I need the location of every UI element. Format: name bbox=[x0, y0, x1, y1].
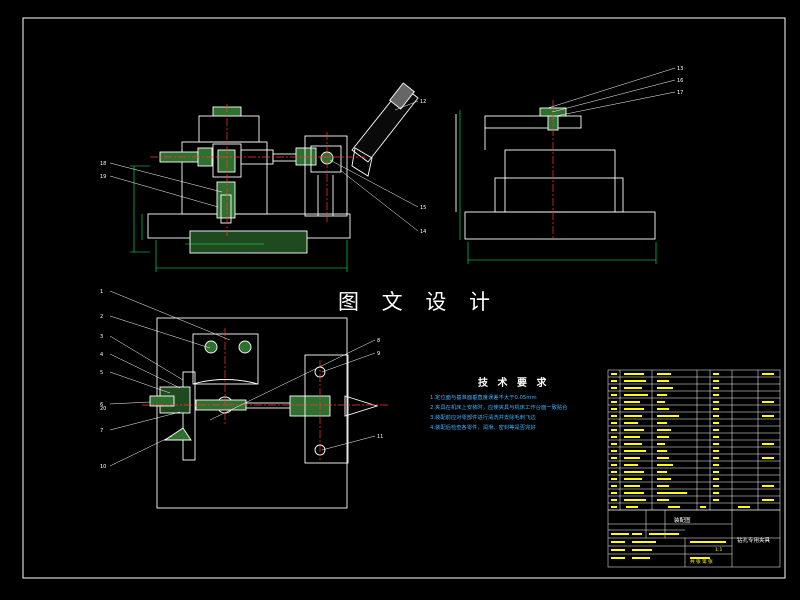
callout-20: 20 bbox=[100, 406, 106, 412]
outer-border bbox=[22, 17, 786, 579]
callout-13: 13 bbox=[677, 66, 683, 72]
callout-4: 4 bbox=[100, 352, 103, 358]
tech-req-note-4: 4.装配后检查各零件，润滑、密封等是否完好 bbox=[430, 423, 536, 431]
callout-5: 5 bbox=[100, 370, 103, 376]
callout-15: 15 bbox=[420, 205, 426, 211]
front-view-center-lines bbox=[150, 104, 365, 236]
tech-req-note-2: 2.夹具在机床上安装时，应使夹具与机床工作台面一致贴合 bbox=[430, 403, 568, 411]
parts-list-entries bbox=[611, 373, 774, 508]
side-view-dimensions bbox=[459, 110, 657, 264]
leader-lines bbox=[109, 67, 676, 467]
callout-2: 2 bbox=[100, 314, 103, 320]
callout-10: 10 bbox=[100, 464, 106, 470]
callout-17: 17 bbox=[677, 90, 683, 96]
tech-req-note-1: 1.定位面与基准面垂直度误差不大于0.05mm bbox=[430, 393, 537, 401]
callout-7: 7 bbox=[100, 428, 103, 434]
front-view-dimensions bbox=[130, 165, 348, 272]
callout-12: 12 bbox=[420, 99, 426, 105]
sheet-info: 共 张 第 张 bbox=[690, 558, 713, 565]
parts-list-table bbox=[607, 369, 781, 511]
title-block-cells bbox=[611, 533, 726, 559]
callout-3: 3 bbox=[100, 334, 103, 340]
tech-req-title: 技 术 要 求 bbox=[478, 376, 549, 389]
callout-16: 16 bbox=[677, 78, 683, 84]
drawing-name: 钻孔专用夹具 bbox=[737, 536, 771, 544]
drawing-scale: 1:1 bbox=[715, 547, 722, 553]
plan-view-center-lines bbox=[142, 328, 390, 460]
drawing-subtitle: 装配图 bbox=[674, 516, 691, 524]
callout-18: 18 bbox=[100, 161, 106, 167]
callout-19: 19 bbox=[100, 174, 106, 180]
callout-1: 1 bbox=[100, 289, 103, 295]
plan-view bbox=[149, 317, 379, 509]
callout-14: 14 bbox=[420, 229, 426, 235]
watermark-text: 图 文 设 计 bbox=[338, 290, 498, 314]
callout-numbers: 1 2 3 4 5 6 7 8 9 10 11 12 13 14 15 16 1… bbox=[100, 66, 683, 470]
callout-8: 8 bbox=[377, 338, 380, 344]
tech-req-note-3: 3.装配前应对零部件进行清洗并去除毛刺飞边 bbox=[430, 413, 536, 421]
side-view bbox=[455, 107, 656, 240]
callout-9: 9 bbox=[377, 351, 380, 357]
front-view bbox=[147, 82, 419, 254]
callout-11: 11 bbox=[377, 434, 383, 440]
callout-6: 6 bbox=[100, 402, 103, 408]
